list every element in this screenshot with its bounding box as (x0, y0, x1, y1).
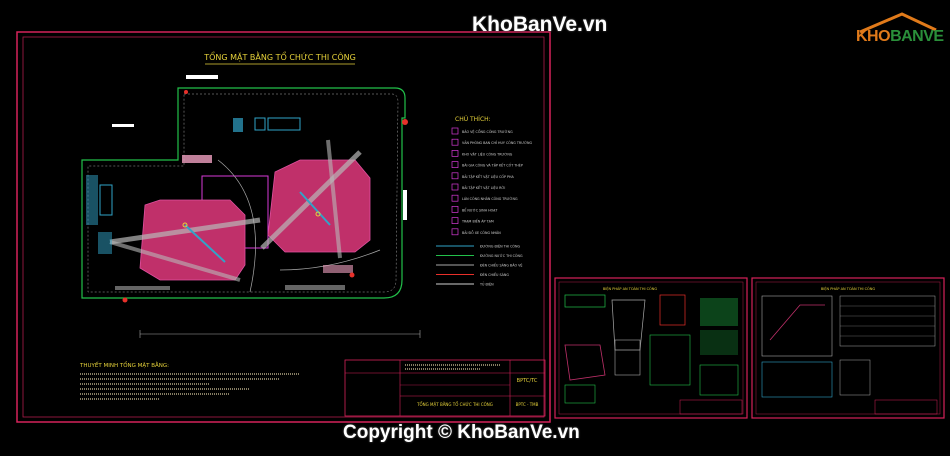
legend-swatch (451, 228, 459, 236)
line-legend-label: ĐƯỜNG NƯỚC THI CÔNG (480, 253, 523, 258)
main-sheet-title: TỔNG MẶT BẰNG TỔ CHỨC THI CÔNG (203, 50, 356, 63)
site-facilities (86, 117, 353, 290)
legend-title: CHÚ THÍCH: (455, 116, 491, 123)
drawing-name: TỔNG MẶT BẰNG TỔ CHỨC THI CÔNG (416, 402, 493, 407)
legend-item-label: BẢO VỆ CỔNG CÔNG TRƯỜNG (462, 129, 513, 134)
legend-item-label: BÃI GIA CÔNG VÀ TẬP KẾT CỐT THÉP (462, 162, 523, 168)
legend-swatch (451, 127, 459, 135)
watermark-bottom: Copyright © KhoBanVe.vn (343, 422, 580, 443)
line-legend-label: TỦ ĐIỆN (479, 282, 494, 287)
legend-swatch (451, 161, 459, 168)
sheet3-title: BIỆN PHÁP AN TOÀN THI CÔNG (821, 286, 876, 291)
brand-logo[interactable]: KHOBANVE (852, 10, 944, 50)
legend-list: BẢO VỆ CỔNG CÔNG TRƯỜNG VĂN PHÒNG BAN CHỈ… (451, 127, 533, 236)
legend-swatch (451, 150, 459, 157)
legend-item-label: LÁN CÔNG NHÂN CÔNG TRƯỜNG (462, 196, 518, 201)
legend-swatch (451, 172, 459, 180)
line-legend-label: ĐÈN CHIẾU SÁNG (480, 271, 509, 277)
legend-swatch (451, 183, 459, 191)
legend-item-label: BÃI ĐỖ XE CÔNG NHÂN (462, 230, 501, 235)
safety-sheet-1[interactable]: BIỆN PHÁP AN TOÀN THI CÔNG (554, 277, 748, 419)
legend-item-label: BÃI TẬP KẾT VẬT LIỆU CỐP PHA (462, 173, 514, 179)
legend-item-label: VĂN PHÒNG BAN CHỈ HUY CÔNG TRƯỜNG (462, 140, 533, 145)
line-legend-list: ĐƯỜNG ĐIỆN THI CÔNG ĐƯỜNG NƯỚC THI CÔNG ĐÈ… (436, 244, 523, 287)
main-sheet[interactable]: TỔNG MẶT BẰNG TỔ CHỨC THI CÔNG (16, 31, 551, 423)
legend-swatch (451, 206, 459, 213)
crane-zone-right (260, 139, 371, 259)
logo-text-left: KHO (856, 28, 891, 45)
logo-text-right: BANVE (890, 28, 944, 45)
title-block: TỔNG MẶT BẰNG TỔ CHỨC THI CÔNG BPTC/TC B… (344, 359, 546, 417)
line-legend-label: ĐÈN CHIẾU SÁNG BẢO VỆ (480, 262, 522, 268)
legend-swatch (451, 194, 459, 202)
sheet2-title: BIỆN PHÁP AN TOÀN THI CÔNG (603, 286, 658, 291)
crane-zone-left (109, 199, 261, 282)
line-legend-label: ĐƯỜNG ĐIỆN THI CÔNG (480, 244, 520, 249)
house-roof-icon (859, 12, 937, 34)
notes-lines (80, 373, 300, 400)
watermark-top: KhoBanVe.vn (472, 13, 608, 36)
safety-sheet-2[interactable]: BIỆN PHÁP AN TOÀN THI CÔNG (751, 277, 945, 419)
notes-title: THUYẾT MINH TỔNG MẶT BẰNG: (79, 361, 169, 369)
legend-swatch (451, 217, 459, 224)
sheet-number: BPTC - TMB (516, 402, 539, 407)
drawing-code: BPTC/TC (517, 378, 538, 384)
legend-item-label: TRẠM BIẾN ÁP TẠM (461, 218, 494, 224)
legend-item-label: KHO VẬT LIỆU CÔNG TRƯỜNG (462, 151, 513, 156)
legend-item-label: BỂ NƯỚC SINH HOẠT (462, 207, 498, 212)
legend-item-label: BÃI TẬP KẾT VẬT LIỆU RỜI (462, 184, 505, 190)
legend-swatch (451, 138, 459, 146)
